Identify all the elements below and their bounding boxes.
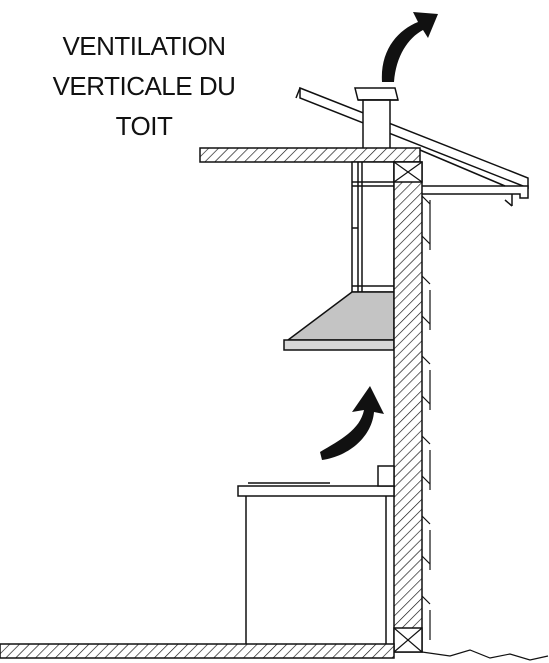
exhaust-out-arrow-icon <box>381 12 438 82</box>
range-hood <box>283 291 395 351</box>
roof <box>295 86 529 207</box>
ground-line <box>421 649 549 661</box>
title-line-1: VENTILATION <box>62 31 225 61</box>
ceiling-slab <box>199 147 421 163</box>
exterior-siding <box>421 195 431 640</box>
air-rising-arrow-icon <box>320 386 384 460</box>
chimney-duct <box>351 161 395 293</box>
exterior-wall <box>393 161 423 653</box>
title-line-3: TOIT <box>116 111 173 141</box>
kitchen-counter <box>237 465 395 644</box>
diagram-title: VENTILATION VERTICALE DU TOIT <box>53 31 236 141</box>
floor-slab <box>0 643 395 659</box>
title-line-2: VERTICALE DU <box>53 71 236 101</box>
